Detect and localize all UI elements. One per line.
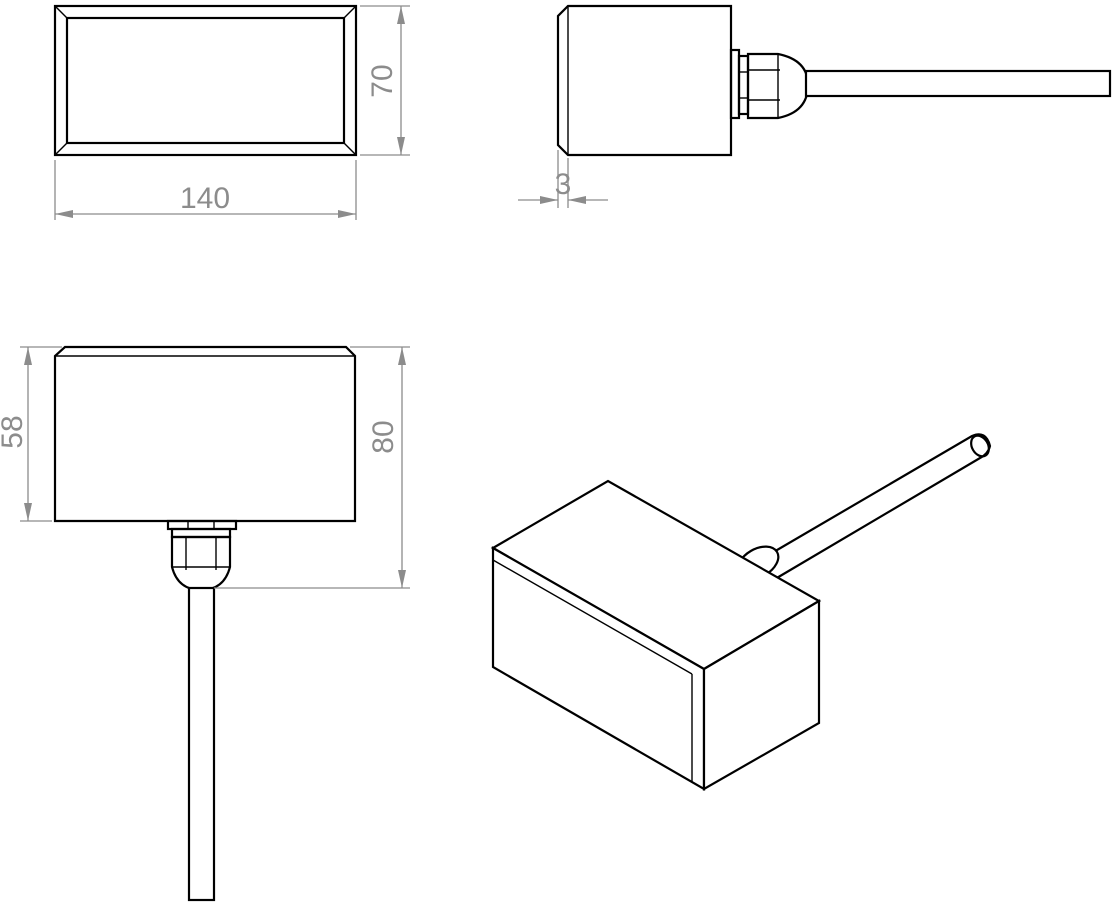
dimension-arrow (568, 196, 586, 204)
gland-nut (737, 54, 750, 116)
dimension-arrow (540, 196, 558, 204)
dimension-label-width: 140 (180, 182, 230, 215)
dimension-body-depth: 58 (0, 346, 62, 522)
side-housing-outline (556, 4, 733, 157)
gland-base (729, 48, 741, 120)
gland-nut (170, 527, 232, 539)
top-view (53, 345, 357, 902)
top-housing-outline (53, 345, 357, 523)
dimension-height: 70 (360, 5, 410, 156)
cable (187, 586, 216, 902)
dimension-arrow (398, 347, 406, 365)
cable-end (970, 434, 990, 458)
iso-side-face (702, 599, 821, 791)
bevel-line (54, 142, 68, 156)
dimension-lid-offset: 3 (518, 150, 608, 208)
front-view (53, 4, 358, 157)
dimension-label-lid-offset: 3 (555, 168, 572, 201)
dimension-overall-depth: 80 (214, 346, 410, 589)
gland-base (166, 519, 238, 531)
dimension-label-height: 70 (366, 64, 399, 97)
gland-dome (170, 535, 232, 592)
dimension-label-overall-depth: 80 (367, 420, 400, 453)
dimension-arrow (397, 137, 405, 155)
lid-seam-line (492, 559, 693, 675)
bevel-line (54, 5, 68, 19)
bevel-line (343, 142, 357, 156)
side-view (556, 4, 1112, 157)
front-lid-panel (65, 16, 346, 145)
dimension-arrow (338, 210, 356, 218)
dimension-arrow (24, 347, 32, 365)
dimension-width: 140 (54, 160, 357, 220)
isometric-view (490, 433, 992, 791)
dimension-label-body-depth: 58 (0, 415, 29, 448)
bevel-line (343, 5, 357, 19)
dimension-arrow (24, 503, 32, 521)
dimension-arrow (398, 570, 406, 588)
cable (758, 433, 992, 584)
dimension-arrow (55, 210, 73, 218)
dimension-arrow (397, 6, 405, 24)
front-housing-outline (53, 4, 358, 157)
cable (804, 69, 1112, 98)
